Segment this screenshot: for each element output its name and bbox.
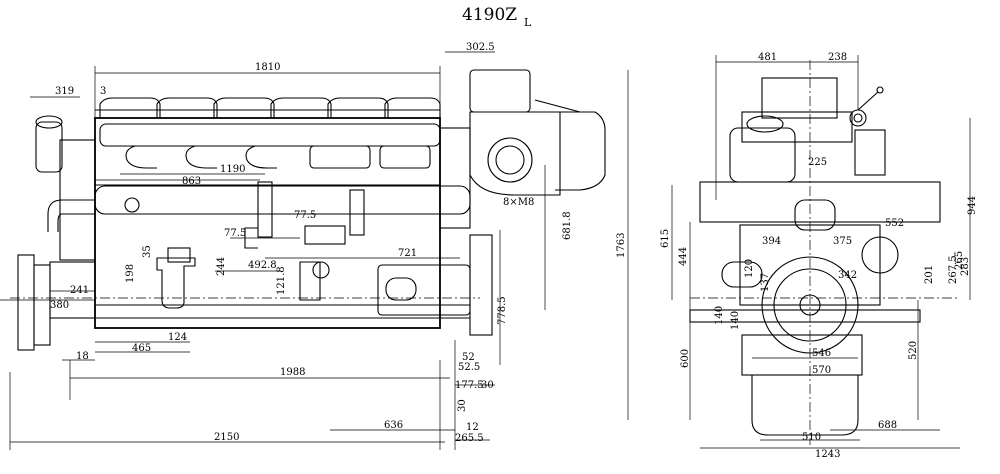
dim-3: 3 bbox=[100, 86, 106, 97]
end-dimension-labels: 481 238 225 944 615 444 394 375 552 120 … bbox=[660, 52, 978, 460]
dim-380: 380 bbox=[50, 300, 69, 311]
dim-600: 600 bbox=[680, 349, 691, 368]
dim-30-vertical: 30 bbox=[457, 399, 468, 412]
oil-filter bbox=[156, 247, 196, 309]
dim-244: 244 bbox=[216, 257, 227, 276]
dim-302-5: 302.5 bbox=[466, 42, 495, 53]
dim-552: 552 bbox=[885, 218, 904, 229]
dim-18: 18 bbox=[76, 351, 89, 362]
dim-546: 546 bbox=[812, 348, 831, 359]
dim-721: 721 bbox=[398, 248, 417, 259]
dim-225: 225 bbox=[808, 157, 827, 168]
dim-35: 35 bbox=[142, 245, 153, 258]
end-view-body bbox=[689, 77, 941, 436]
exhaust-manifold bbox=[99, 123, 441, 169]
dim-198: 198 bbox=[125, 264, 136, 283]
dim-492-8: 492.8 bbox=[248, 260, 277, 271]
dim-444: 444 bbox=[678, 247, 689, 266]
dim-636: 636 bbox=[384, 420, 403, 431]
side-view: 1810 302.5 319 3 863 1190 77.5 77.5 492.… bbox=[0, 42, 629, 450]
dim-342: 342 bbox=[838, 270, 857, 281]
end-view: 481 238 225 944 615 444 394 375 552 120 … bbox=[660, 52, 978, 460]
dim-510: 510 bbox=[802, 432, 821, 443]
cylinder-head-covers bbox=[95, 97, 441, 118]
dim-12: 12 bbox=[466, 422, 479, 433]
model-subscript: L bbox=[524, 16, 532, 29]
end-dimension-lines bbox=[671, 55, 971, 449]
dim-375: 375 bbox=[833, 236, 852, 247]
dim-283: 283 bbox=[960, 257, 971, 276]
dim-615: 615 bbox=[660, 229, 671, 248]
intake-pipe bbox=[47, 185, 471, 232]
dim-1243: 1243 bbox=[815, 449, 840, 460]
dim-120: 120 bbox=[744, 259, 755, 278]
model-name: 4190Z bbox=[462, 5, 517, 25]
side-dimension-lines bbox=[0, 51, 629, 450]
fuel-pipes bbox=[244, 181, 365, 301]
dim-52-5: 52.5 bbox=[458, 362, 480, 373]
dim-1190: 1190 bbox=[220, 164, 245, 175]
dim-1988: 1988 bbox=[280, 367, 305, 378]
dim-241: 241 bbox=[70, 285, 89, 296]
dim-265: 265 bbox=[954, 251, 965, 270]
dim-1810: 1810 bbox=[255, 62, 280, 73]
dim-863: 863 bbox=[182, 176, 201, 187]
drawing-title: 4190Z L bbox=[462, 5, 532, 29]
front-end bbox=[17, 115, 96, 351]
dim-944: 944 bbox=[967, 196, 978, 215]
dim-688: 688 bbox=[878, 420, 897, 431]
dim-570: 570 bbox=[812, 365, 831, 376]
dim-465: 465 bbox=[132, 343, 151, 354]
dim-238: 238 bbox=[828, 52, 847, 63]
dim-124: 124 bbox=[168, 332, 187, 343]
dim-8xm8: 8×M8 bbox=[503, 197, 534, 208]
dim-52: 52 bbox=[462, 352, 475, 363]
dim-520: 520 bbox=[908, 341, 919, 360]
dim-394: 394 bbox=[762, 236, 781, 247]
dim-265-5: 265.5 bbox=[455, 433, 484, 444]
dim-177-5: 177.5 bbox=[455, 380, 484, 391]
dim-319: 319 bbox=[55, 86, 74, 97]
dim-201: 201 bbox=[924, 265, 935, 284]
dim-137: 137 bbox=[760, 273, 771, 292]
dim-121-8: 121.8 bbox=[276, 266, 287, 295]
side-dimension-labels: 1810 302.5 319 3 863 1190 77.5 77.5 492.… bbox=[50, 42, 627, 444]
dim-140-lower: 140 bbox=[730, 311, 741, 330]
dim-1763: 1763 bbox=[616, 233, 627, 258]
dim-30-right: 30 bbox=[481, 380, 494, 391]
alternator bbox=[377, 234, 493, 336]
dim-481: 481 bbox=[758, 52, 777, 63]
dim-778-5: 778.5 bbox=[497, 296, 508, 325]
dim-77-5-upper: 77.5 bbox=[294, 210, 316, 221]
dim-2150: 2150 bbox=[214, 432, 239, 443]
turbocharger bbox=[439, 69, 606, 229]
dim-267-5: 267.5 bbox=[948, 255, 959, 284]
dim-140: 140 bbox=[714, 306, 725, 325]
dim-681-8: 681.8 bbox=[562, 211, 573, 240]
dim-77-5-lower: 77.5 bbox=[224, 228, 246, 239]
